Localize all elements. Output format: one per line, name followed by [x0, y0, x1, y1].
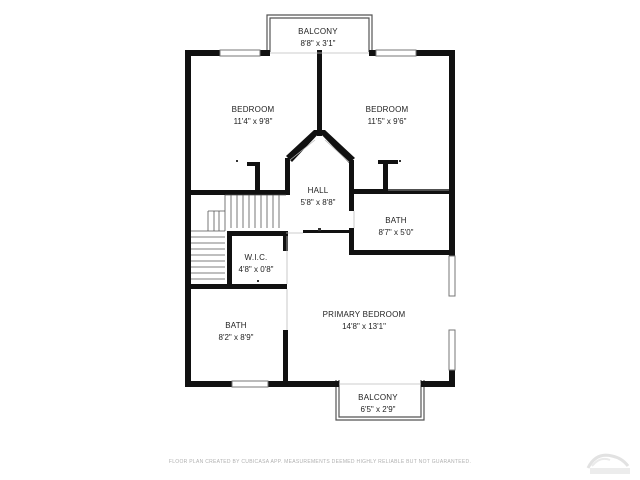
room-bath-upper: BATH 8'7" x 5'0" — [379, 215, 414, 239]
room-name: BEDROOM — [231, 105, 275, 114]
room-dimensions: 14'8" x 13'1" — [342, 322, 386, 331]
room-dimensions: 11'4" x 9'8" — [233, 117, 273, 126]
room-balcony-top: BALCONY 8'8" x 3'1" — [298, 26, 338, 50]
watermark-logo — [586, 453, 630, 474]
interior-walls — [185, 50, 455, 387]
footer-disclaimer: FLOOR PLAN CREATED BY CUBICASA APP. MEAS… — [168, 459, 472, 465]
door-lines — [270, 52, 449, 385]
room-name: HALL — [307, 186, 329, 195]
balcony-top-outline — [266, 14, 373, 52]
room-dimensions: 6'5" x 2'9" — [360, 405, 396, 414]
room-bath-lower: BATH 8'2" x 8'9" — [219, 320, 254, 344]
room-name: PRIMARY BEDROOM — [322, 310, 406, 319]
room-dimensions: 8'2" x 8'9" — [218, 333, 254, 342]
fixture-marks — [236, 160, 401, 282]
room-dimensions: 5'8" x 8'8" — [300, 198, 336, 207]
room-name: BALCONY — [298, 27, 338, 36]
stairs — [191, 194, 286, 280]
room-name: BALCONY — [358, 393, 398, 402]
room-dimensions: 4'8" x 0'8" — [238, 265, 274, 274]
room-primary-bedroom: PRIMARY BEDROOM 14'8" x 13'1" — [323, 309, 406, 333]
balcony-bottom-outline — [335, 380, 425, 421]
room-name: BATH — [225, 321, 247, 330]
room-bedroom-left: BEDROOM 11'4" x 9'8" — [232, 104, 275, 128]
room-name: W.I.C. — [244, 253, 268, 262]
room-balcony-bottom: BALCONY 6'5" x 2'9" — [358, 392, 398, 416]
windows — [219, 49, 456, 388]
room-name: BEDROOM — [365, 105, 409, 114]
room-name: BATH — [385, 216, 407, 225]
room-wic: W.I.C. 4'8" x 0'8" — [239, 252, 274, 276]
room-bedroom-right: BEDROOM 11'5" x 9'6" — [366, 104, 409, 128]
room-hall: HALL 5'8" x 8'8" — [301, 185, 336, 209]
room-dimensions: 8'8" x 3'1" — [300, 39, 336, 48]
room-dimensions: 8'7" x 5'0" — [378, 228, 414, 237]
room-dimensions: 11'5" x 9'6" — [367, 117, 407, 126]
